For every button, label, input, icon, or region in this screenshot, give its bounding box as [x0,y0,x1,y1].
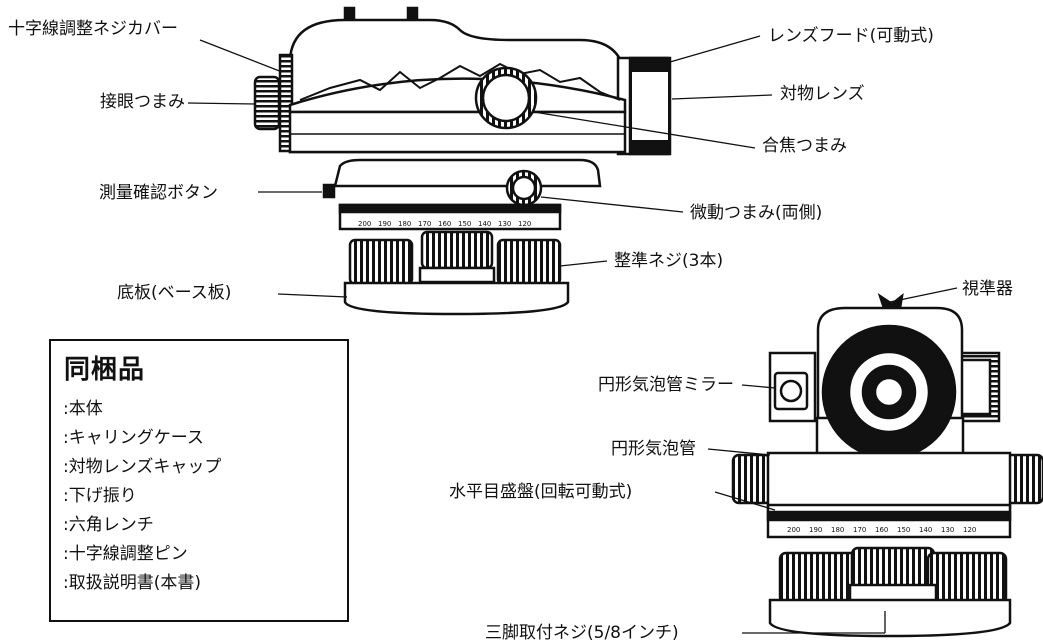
eyepiece-knob-shape [253,75,281,131]
list-item: :取扱説明書(本書) [63,573,201,593]
scale-number: 170 [418,220,431,228]
label-leveling-screw: 整準ネジ(3本) [614,251,724,271]
label-reticle-cover: 十字線調整ネジカバー [8,19,178,39]
level-screw-right [496,238,562,286]
contents-list: :本体 :キャリングケース :対物レンズキャップ :下げ振り :六角レンチ :十… [63,399,221,602]
label-base-plate: 底板(ベース板) [117,283,232,303]
scale-number: 120 [963,526,976,534]
scale-number: 130 [498,220,511,228]
list-item: :下げ振り [63,486,137,506]
side-scale-numbers: 200 190 180 170 160 150 140 130 120 [358,220,531,228]
contents-box: 同梱品 :本体 :キャリングケース :対物レンズキャップ :下げ振り :六角レン… [49,339,349,622]
label-lens-hood: レンズフード(可動式) [768,26,934,46]
list-item: :対物レンズキャップ [63,457,222,477]
front-base-plate [768,598,1012,638]
mountain-line [299,62,621,101]
base-housing [333,158,602,188]
front-view [731,292,1043,638]
list-item: :六角レンチ [63,515,154,535]
scale-number: 160 [438,220,451,228]
scale-number: 190 [378,220,391,228]
scale-number: 140 [478,220,491,228]
label-circular-vial: 円形気泡管 [611,439,696,459]
list-item: :キャリングケース [63,428,204,448]
leader-lines [187,35,958,634]
scale-number: 150 [458,220,471,228]
front-screw-center [850,546,936,590]
label-sight: 視準器 [962,279,1013,299]
label-vial-mirror: 円形気泡管ミラー [598,375,734,395]
label-fine-knob: 微動つまみ(両側) [690,203,823,223]
front-screw-left [778,551,860,605]
level-screw-left [348,238,414,286]
side-view [253,6,672,316]
label-focus-knob: 合焦つまみ [762,136,847,156]
scale-number: 180 [831,526,844,534]
contents-title: 同梱品 [64,355,146,385]
list-item: :本体 [63,399,103,419]
label-survey-button: 測量確認ボタン [99,183,218,203]
front-scale-numbers: 200 190 180 170 160 150 140 130 120 [787,526,976,534]
label-tripod-screw: 三脚取付ネジ(5/8インチ) [485,623,679,643]
survey-button-shape [322,183,336,199]
scale-number: 180 [398,220,411,228]
level-screw-center [420,230,494,270]
scale-number: 190 [809,526,822,534]
scale-number: 130 [941,526,954,534]
sight-shape [877,292,904,310]
scale-number: 150 [897,526,910,534]
front-knob-left [731,453,773,505]
label-eyepiece-knob: 接眼つまみ [100,92,185,112]
front-screw-right [926,551,1008,605]
label-objective-lens: 対物レンズ [780,84,865,104]
scale-number: 170 [853,526,866,534]
label-horizontal-circle: 水平目盛盤(回転可動式) [449,482,633,502]
scale-number: 120 [518,220,531,228]
lower-body [288,110,627,154]
scale-number: 160 [875,526,888,534]
lens-hood-inner [632,72,668,140]
front-barrel [766,451,1012,510]
scale-number: 200 [358,220,371,228]
scale-number: 140 [919,526,932,534]
base-plate-shape [343,281,570,316]
list-item: :十字線調整ピン [63,544,188,564]
scale-number: 200 [787,526,800,534]
